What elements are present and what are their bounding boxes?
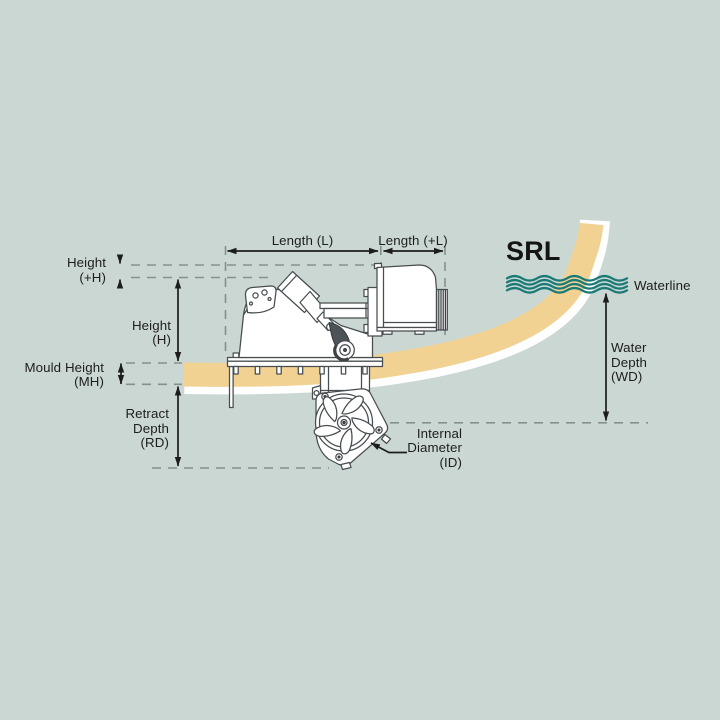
waterline-waves-icon	[505, 274, 629, 294]
label-mould-height: Mould Height (MH)	[24, 359, 104, 390]
anode-rod	[228, 365, 234, 409]
label-length-plus-l: Length (+L)	[378, 232, 448, 248]
label-length-l: Length (L)	[271, 232, 334, 248]
electric-motor	[373, 262, 448, 335]
brand-logo: SRL	[506, 236, 561, 266]
support-arm	[319, 302, 374, 319]
label-water-depth: Water Depth (WD)	[611, 340, 647, 385]
housing-tab	[340, 461, 352, 471]
label-height-h: Height (H)	[131, 317, 171, 348]
label-height-plus-h: Height (+H)	[66, 255, 106, 285]
pivot-bracket	[244, 285, 277, 314]
label-waterline: Waterline	[634, 278, 691, 293]
motor-cooling-ribs	[435, 288, 448, 331]
internal-diameter-leader	[370, 442, 407, 454]
label-retract-depth: Retract Depth (RD)	[125, 406, 169, 451]
steering-crank	[328, 321, 355, 362]
propeller	[312, 393, 376, 456]
propeller-blades	[312, 395, 376, 456]
housing-tab	[380, 433, 392, 445]
retractable-thruster-drawing	[226, 262, 448, 471]
motor-foot	[414, 330, 425, 335]
projection-guide-lines	[126, 246, 648, 469]
dimension-arrows	[116, 247, 610, 467]
motor-foot	[382, 330, 393, 335]
flange-bolts-bottom	[233, 365, 368, 375]
label-internal-diameter: Internal Diameter (ID)	[407, 425, 462, 470]
